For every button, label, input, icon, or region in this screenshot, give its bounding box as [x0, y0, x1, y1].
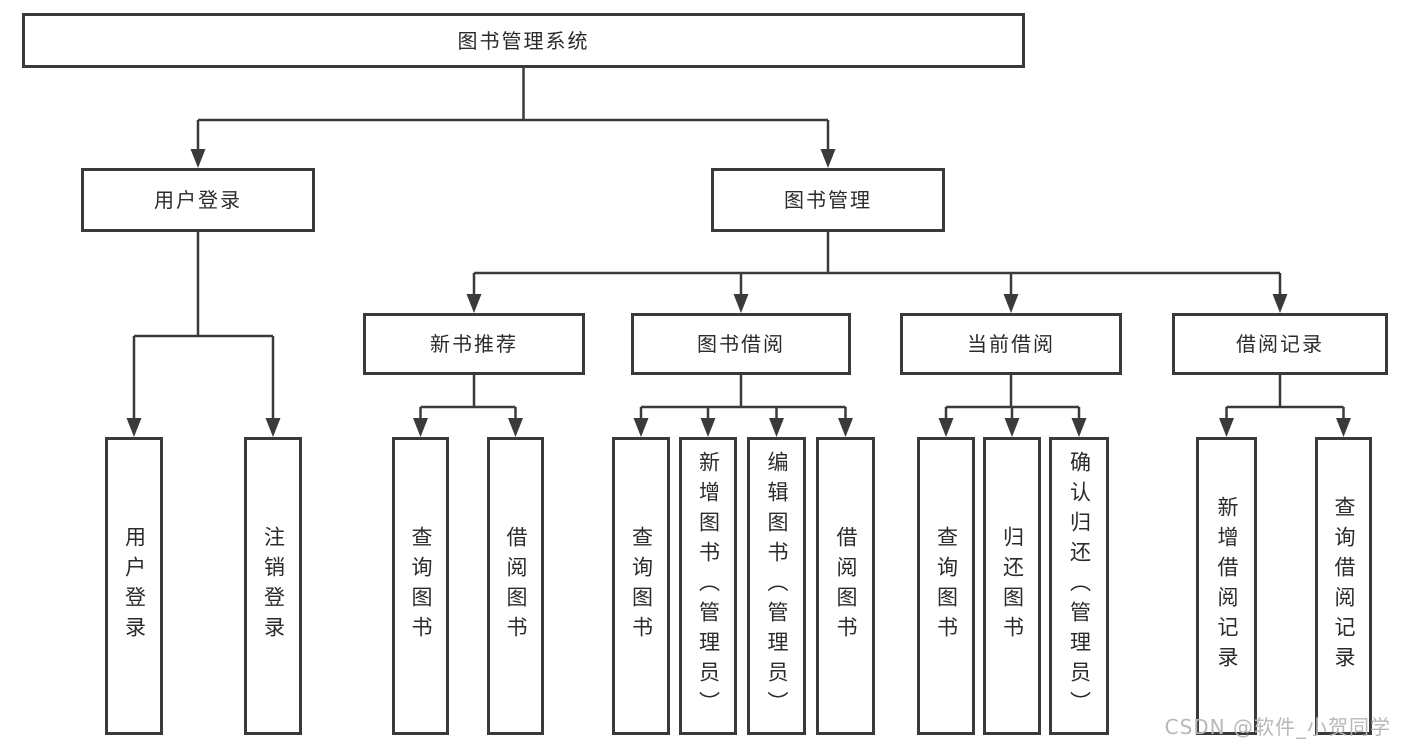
leaf-confirm-return-admin: 确认归还（管理员） [1049, 437, 1109, 735]
arrowhead-icons [126, 149, 1351, 437]
leaf-borrow-books-recommend: 借阅图书 [487, 437, 544, 735]
watermark: CSDN @软件_小贺同学 [1164, 715, 1391, 739]
leaf-logout-label: 注销登录 [261, 526, 286, 646]
leaf-query-books-current-label: 查询图书 [934, 526, 959, 646]
node-current-borrow: 当前借阅 [900, 313, 1122, 375]
leaf-query-borrow-record: 查询借阅记录 [1315, 437, 1372, 735]
leaf-add-books-admin: 新增图书（管理员） [679, 437, 737, 735]
leaf-query-books-recommend-label: 查询图书 [409, 526, 433, 646]
node-current-borrow-label: 当前借阅 [967, 332, 1055, 356]
leaf-return-books-label: 归还图书 [1000, 526, 1025, 646]
leaf-edit-books-admin-label: 编辑图书（管理员） [765, 451, 789, 721]
leaf-add-borrow-record: 新增借阅记录 [1196, 437, 1257, 735]
leaf-query-books-borrow-label: 查询图书 [629, 526, 654, 646]
leaf-borrow-books-label: 借阅图书 [834, 526, 858, 646]
node-library-system: 图书管理系统 [22, 13, 1025, 68]
node-new-book-recommend-label: 新书推荐 [430, 332, 518, 356]
leaf-query-books-current: 查询图书 [917, 437, 975, 735]
leaf-query-borrow-record-label: 查询借阅记录 [1332, 496, 1356, 676]
leaf-add-borrow-record-label: 新增借阅记录 [1215, 496, 1239, 676]
leaf-add-books-admin-label: 新增图书（管理员） [696, 451, 721, 721]
node-user-login: 用户登录 [81, 168, 315, 232]
leaf-user-login-label: 用户登录 [122, 526, 147, 646]
node-book-management: 图书管理 [711, 168, 945, 232]
node-borrow-records-label: 借阅记录 [1236, 332, 1324, 356]
leaf-logout: 注销登录 [244, 437, 302, 735]
node-library-system-label: 图书管理系统 [457, 28, 590, 53]
node-user-login-label: 用户登录 [154, 188, 242, 212]
leaf-query-books-recommend: 查询图书 [392, 437, 449, 735]
node-book-borrow-label: 图书借阅 [697, 332, 785, 356]
leaf-return-books: 归还图书 [983, 437, 1041, 735]
node-borrow-records: 借阅记录 [1172, 313, 1388, 375]
leaf-confirm-return-admin-label: 确认归还（管理员） [1067, 451, 1092, 721]
leaf-borrow-books: 借阅图书 [816, 437, 875, 735]
leaf-query-books-borrow: 查询图书 [612, 437, 670, 735]
node-new-book-recommend: 新书推荐 [363, 313, 585, 375]
node-book-management-label: 图书管理 [784, 188, 872, 212]
leaf-edit-books-admin: 编辑图书（管理员） [747, 437, 806, 735]
node-book-borrow: 图书借阅 [631, 313, 851, 375]
leaf-user-login: 用户登录 [105, 437, 163, 735]
leaf-borrow-books-recommend-label: 借阅图书 [504, 526, 528, 646]
